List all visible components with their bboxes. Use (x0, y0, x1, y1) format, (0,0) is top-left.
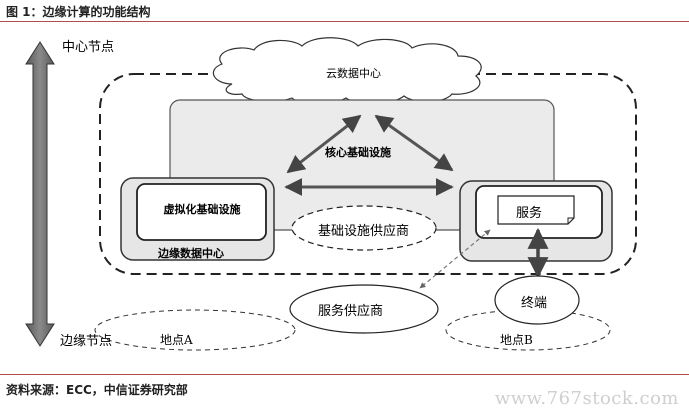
service-document-shape (497, 195, 575, 225)
core-label: 核心基础设施 (325, 146, 391, 159)
service-to-provider-arrow (419, 229, 491, 289)
service-provider-label: 服务供应商 (318, 304, 384, 319)
terminal-label: 终端 (521, 296, 548, 311)
site-b-label: 地点B (500, 333, 533, 347)
terminal-ellipse (494, 275, 580, 325)
virtual-label: 虚拟化基础设施 (163, 203, 241, 216)
cloud-to-right-arrow (374, 114, 454, 172)
edge-dc-label: 边缘数据中心 (158, 247, 224, 260)
cloud-to-left-arrow (286, 114, 362, 174)
site-a-ellipse (94, 309, 296, 351)
source-note: 资料来源：ECC，中信证券研究部 (6, 383, 188, 397)
axis-bottom-label: 边缘节点 (60, 334, 113, 349)
header-divider (0, 21, 689, 22)
figure-title: 图 1：边缘计算的功能结构 (6, 5, 151, 19)
axis-top-label: 中心节点 (62, 40, 115, 55)
infra-provider-ellipse (291, 205, 437, 251)
watermark: www.767stock.com (494, 388, 679, 409)
infra-provider-label: 基础设施供应商 (318, 224, 410, 239)
site-a-label: 地点A (160, 333, 193, 347)
service-provider-ellipse (289, 284, 439, 334)
footer-divider (0, 374, 689, 375)
center-edge-axis-arrow (25, 41, 55, 347)
cloud-label: 云数据中心 (326, 67, 381, 80)
virtualization-box (136, 183, 267, 241)
service-label: 服务 (516, 206, 543, 221)
